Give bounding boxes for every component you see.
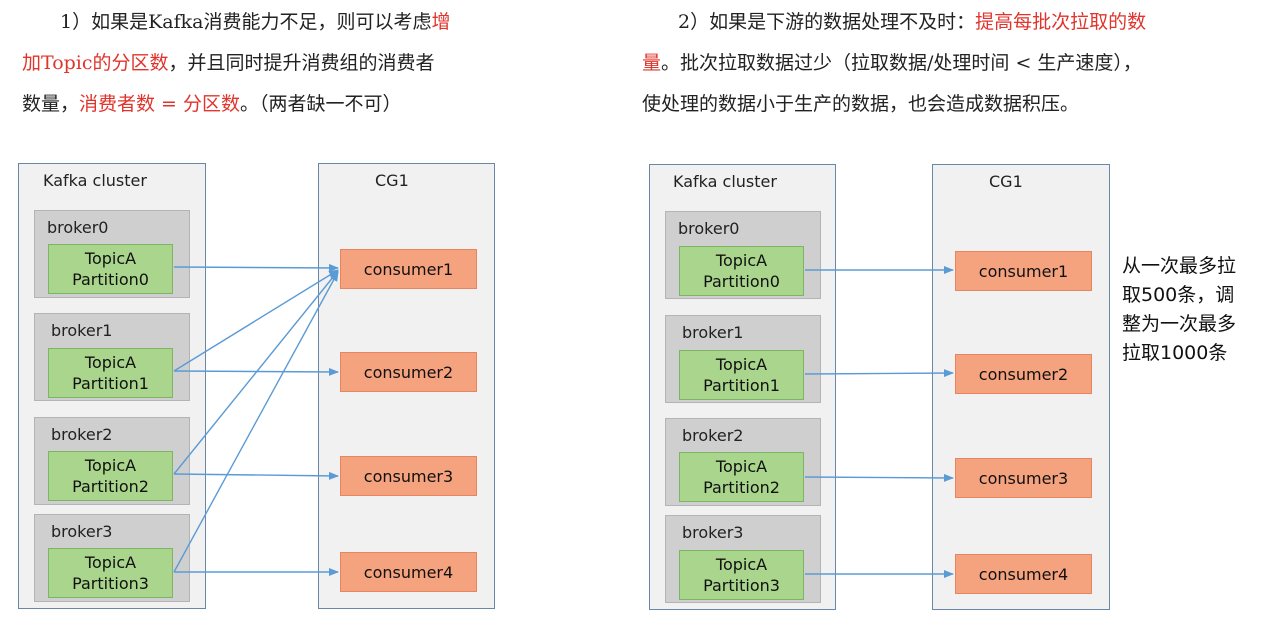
arrow-p2-c3 [173,471,339,480]
right-consumer-2: consumer2 [955,354,1092,394]
left-consumer-4: consumer4 [340,552,477,592]
left-consumer-3: consumer3 [340,456,477,496]
left-group-title: CG1 [375,171,409,190]
arrow-p1-c1 [173,269,339,372]
right-cluster-title: Kafka cluster [673,172,777,191]
arrow-r-p1-c2 [804,369,954,378]
right-group-title: CG1 [989,172,1023,191]
left-desc-line-1: 1）如果是Kafka消费能力不足，则可以考虑增 [60,11,451,33]
batch-size-note: 从一次最多拉 取500条，调 整为一次最多 拉取1000条 [1122,255,1237,364]
left-consumer-2: consumer2 [340,352,477,392]
arrow-p3-c1 [173,271,339,573]
left-desc-line-2: 加Topic的分区数，并且同时提升消费组的消费者 [22,52,435,74]
arrow-p2-c1 [173,270,339,475]
arrow-p0-c1 [173,263,339,272]
left-consumer-1: consumer1 [340,249,477,289]
right-desc-line-3: 使处理的数据小于生产的数据，也会造成数据积压。 [642,93,1080,115]
right-consumer-4: consumer4 [955,554,1092,594]
left-cluster-title: Kafka cluster [43,171,147,190]
arrow-r-p2-c3 [804,473,954,482]
left-desc-line-3: 数量，消费者数 = 分区数。（两者缺一不可） [22,93,402,115]
right-desc-line-1: 2）如果是下游的数据处理不及时：提高每批次拉取的数 [678,11,1147,33]
right-desc-line-2: 量。批次拉取数据过少（拉取数据/处理时间 < 生产速度）， [642,52,1142,74]
right-consumer-3: consumer3 [955,458,1092,498]
right-consumer-1: consumer1 [955,251,1092,291]
